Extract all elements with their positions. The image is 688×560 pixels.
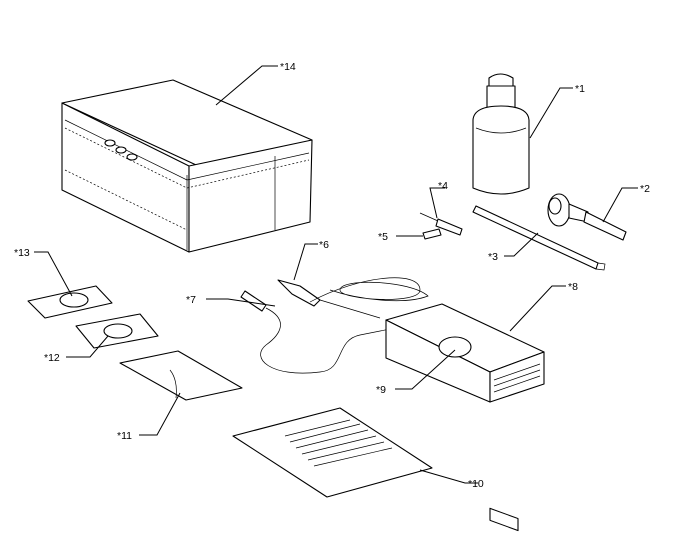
callout-8: *8 (568, 281, 578, 293)
valve-core (422, 228, 442, 240)
instruction-manual (232, 407, 433, 498)
callout-7: *7 (186, 294, 196, 306)
sealant-bottle (472, 73, 530, 195)
leader-lines (34, 65, 638, 484)
callout-13: *13 (14, 247, 30, 259)
callout-9: *9 (376, 384, 386, 396)
callout-14: *14 (280, 61, 296, 73)
plastic-bag (119, 350, 243, 401)
callout-1: *1 (575, 83, 585, 95)
air-hose (240, 290, 396, 374)
storage-case (61, 79, 313, 253)
callout-11: *11 (117, 430, 132, 442)
callout-12: *12 (44, 352, 60, 364)
callout-10: *10 (468, 478, 484, 490)
callout-2: *2 (640, 183, 650, 195)
callout-5: *5 (378, 231, 388, 243)
caution-sticker (27, 285, 113, 319)
callout-6: *6 (319, 239, 329, 251)
callout-3: *3 (488, 251, 498, 263)
air-compressor (385, 303, 545, 532)
valve-core-tool (419, 212, 463, 236)
power-plug-cord (277, 277, 429, 319)
filler-hose (472, 205, 606, 271)
callouts: *14 *1 *2 *3 *4 *5 *6 *7 *8 *9 *10 *11 *… (14, 61, 650, 490)
callout-4: *4 (438, 180, 448, 192)
speed-limit-sticker (75, 313, 159, 349)
bottle-cap-with-hose (547, 193, 627, 241)
